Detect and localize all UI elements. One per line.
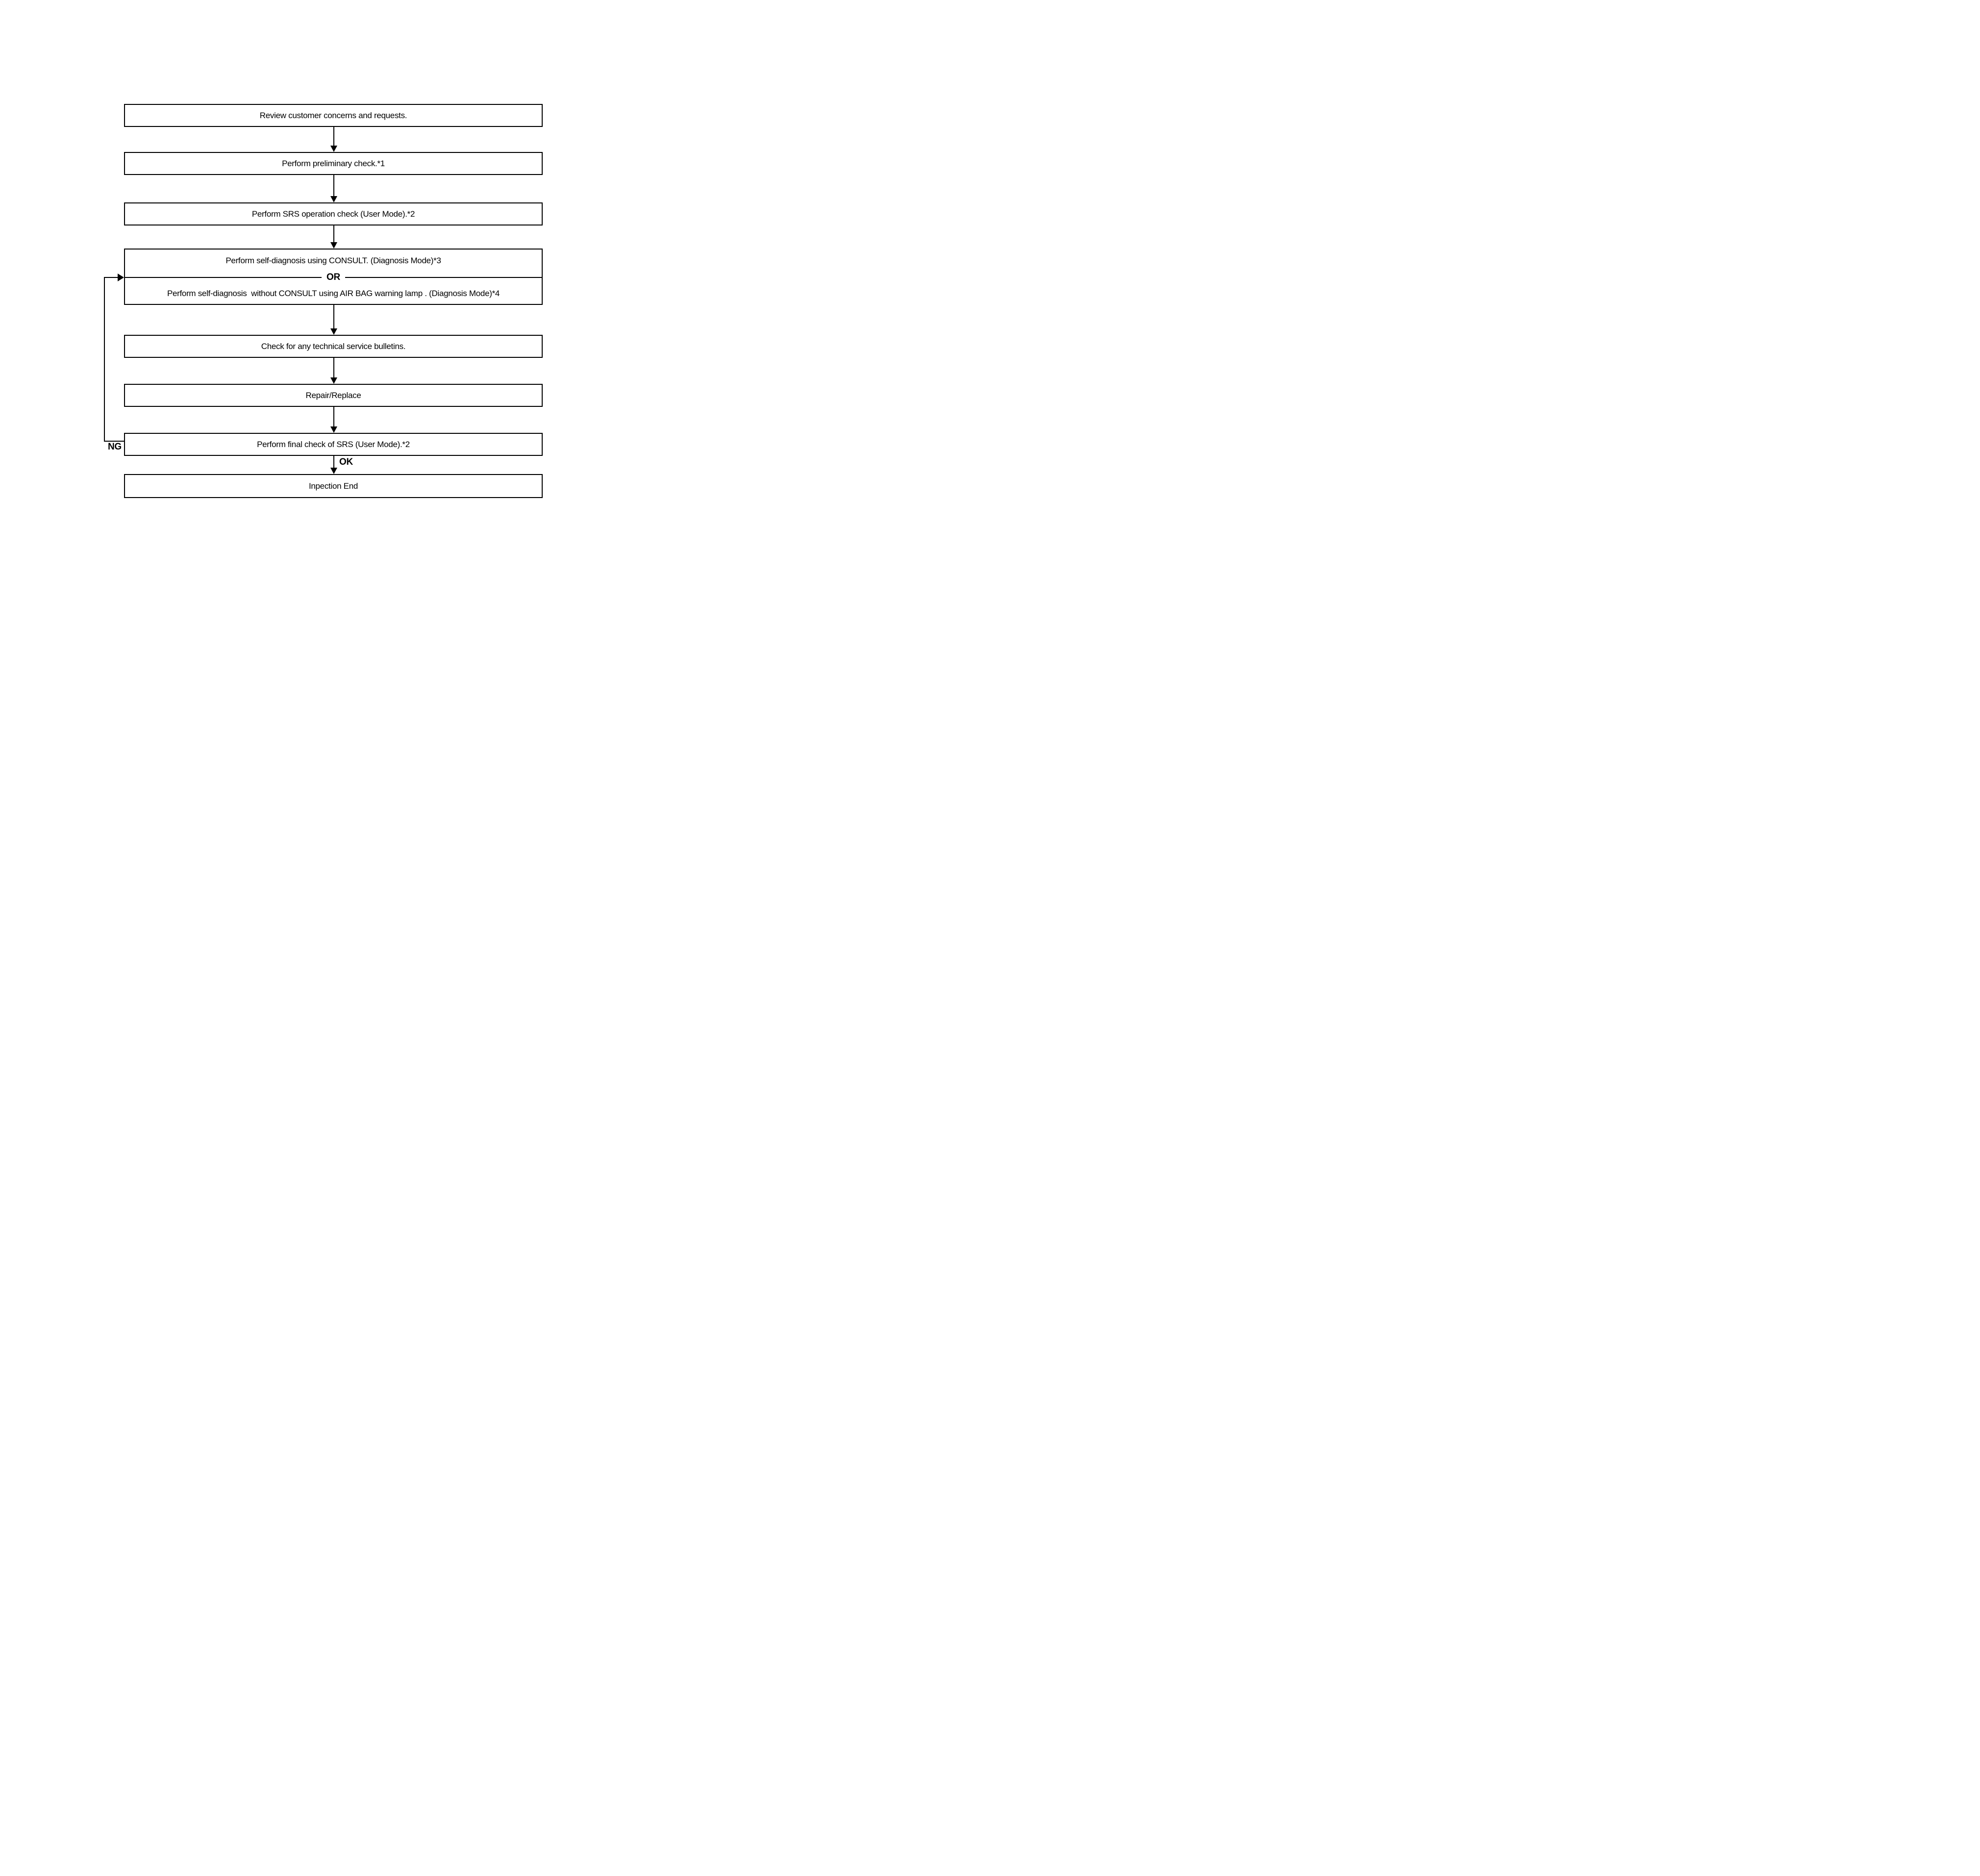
flow-box-srs-operation-check: Perform SRS operation check (User Mode).… bbox=[124, 202, 543, 225]
flow-arrow-4-stem bbox=[333, 305, 334, 329]
flow-box-service-bulletins-text: Check for any technical service bulletin… bbox=[261, 341, 406, 351]
ng-feedback-line-bottom bbox=[104, 441, 124, 442]
flow-box-service-bulletins: Check for any technical service bulletin… bbox=[124, 335, 543, 358]
ng-feedback-line-vertical bbox=[104, 277, 105, 442]
flow-arrow-1-stem bbox=[333, 127, 334, 146]
flowchart-canvas: Review customer concerns and requests. P… bbox=[0, 0, 660, 625]
ng-feedback-line-top bbox=[104, 277, 118, 278]
flow-box-inspection-end-text: Inpection End bbox=[308, 481, 358, 491]
flow-box-preliminary-check: Perform preliminary check.*1 bbox=[124, 152, 543, 175]
flow-arrow-7-stem bbox=[333, 456, 334, 468]
or-divider-line-left bbox=[125, 277, 322, 278]
flow-box-review-concerns-text: Review customer concerns and requests. bbox=[259, 110, 407, 120]
flow-box-repair-replace: Repair/Replace bbox=[124, 384, 543, 407]
arrowhead-down-icon bbox=[330, 377, 337, 384]
arrowhead-down-icon bbox=[330, 242, 337, 249]
arrowhead-down-icon bbox=[330, 146, 337, 152]
label-ng: NG bbox=[108, 442, 122, 452]
flow-arrow-5-stem bbox=[333, 358, 334, 378]
flow-box-final-check: Perform final check of SRS (User Mode).*… bbox=[124, 433, 543, 456]
arrowhead-down-icon bbox=[330, 426, 337, 433]
flow-box-inspection-end: Inpection End bbox=[124, 474, 543, 498]
flow-box-self-diagnosis: Perform self-diagnosis using CONSULT. (D… bbox=[124, 249, 543, 305]
flow-box-srs-operation-check-text: Perform SRS operation check (User Mode).… bbox=[251, 209, 415, 219]
arrowhead-down-icon bbox=[330, 328, 337, 335]
self-diagnosis-warning-lamp-row: Perform self-diagnosis without CONSULT u… bbox=[125, 283, 542, 304]
flow-arrow-3-stem bbox=[333, 225, 334, 243]
self-diagnosis-warning-lamp-text: Perform self-diagnosis without CONSULT u… bbox=[167, 288, 500, 298]
flow-box-final-check-text: Perform final check of SRS (User Mode).*… bbox=[257, 439, 410, 449]
arrowhead-down-icon bbox=[330, 196, 337, 202]
label-or: OR bbox=[326, 272, 340, 282]
self-diagnosis-consult-row: Perform self-diagnosis using CONSULT. (D… bbox=[125, 250, 542, 272]
or-divider-line-right bbox=[345, 277, 542, 278]
arrowhead-right-icon bbox=[118, 274, 124, 281]
flow-box-review-concerns: Review customer concerns and requests. bbox=[124, 104, 543, 127]
self-diagnosis-consult-text: Perform self-diagnosis using CONSULT. (D… bbox=[226, 256, 441, 265]
label-ok: OK bbox=[339, 457, 353, 467]
arrowhead-down-icon bbox=[330, 468, 337, 474]
flow-arrow-2-stem bbox=[333, 175, 334, 197]
flow-arrow-6-stem bbox=[333, 407, 334, 427]
flow-box-repair-replace-text: Repair/Replace bbox=[305, 390, 361, 400]
flow-box-preliminary-check-text: Perform preliminary check.*1 bbox=[282, 158, 385, 168]
or-divider: OR bbox=[125, 272, 542, 283]
